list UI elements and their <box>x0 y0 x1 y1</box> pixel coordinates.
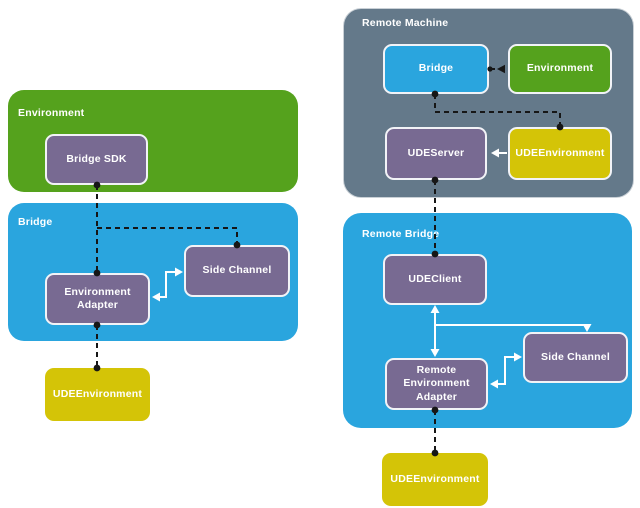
remote-machine-label: Remote Machine <box>362 17 449 29</box>
environment-container-label: Environment <box>18 107 85 119</box>
environment-adapter-box: Environment Adapter <box>45 273 150 325</box>
bridge-container-label: Bridge <box>18 216 53 228</box>
remote-environment-box: Environment <box>508 44 612 94</box>
ude-server-box: UDEServer <box>385 127 487 180</box>
ude-client-box: UDEClient <box>383 254 487 305</box>
side-channel-box-right: Side Channel <box>523 332 628 383</box>
bridge-sdk-box: Bridge SDK <box>45 134 148 185</box>
side-channel-box-left: Side Channel <box>184 245 290 297</box>
remote-bridge-label: Remote Bridge <box>362 228 440 240</box>
remote-environment-adapter-box: Remote Environment Adapter <box>385 358 488 410</box>
ude-environment-box-left: UDEEnvironment <box>45 368 150 421</box>
ude-environment-box-remote-machine: UDEEnvironment <box>508 127 612 180</box>
ude-environment-box-right: UDEEnvironment <box>382 453 488 506</box>
remote-bridge-box: Bridge <box>383 44 489 94</box>
